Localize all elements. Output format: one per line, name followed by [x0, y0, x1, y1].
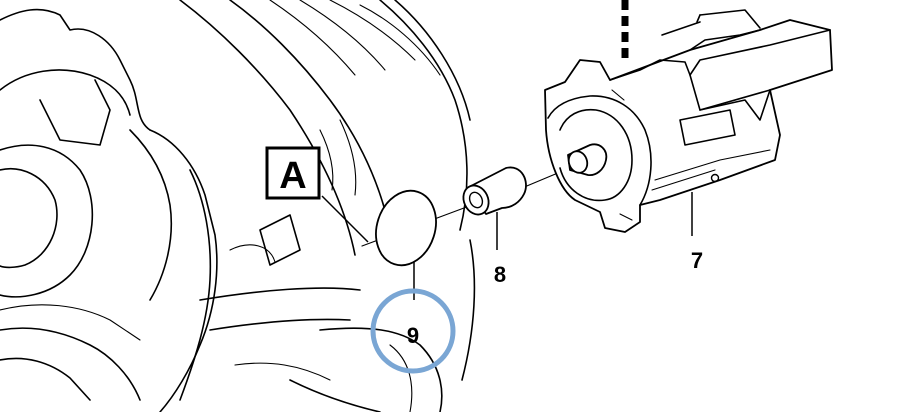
- callout-label: A: [279, 155, 306, 197]
- part-number-8: 8: [494, 262, 506, 287]
- o-ring: [375, 189, 437, 267]
- highlight-circle: [370, 288, 456, 374]
- callout-box-a: A: [265, 146, 369, 243]
- part-number-7: 7: [691, 248, 703, 273]
- coupling-sleeve: [462, 166, 527, 216]
- part-number-9: 9: [407, 323, 419, 348]
- transmission-housing: [0, 0, 476, 412]
- pump-unit: [544, 0, 833, 233]
